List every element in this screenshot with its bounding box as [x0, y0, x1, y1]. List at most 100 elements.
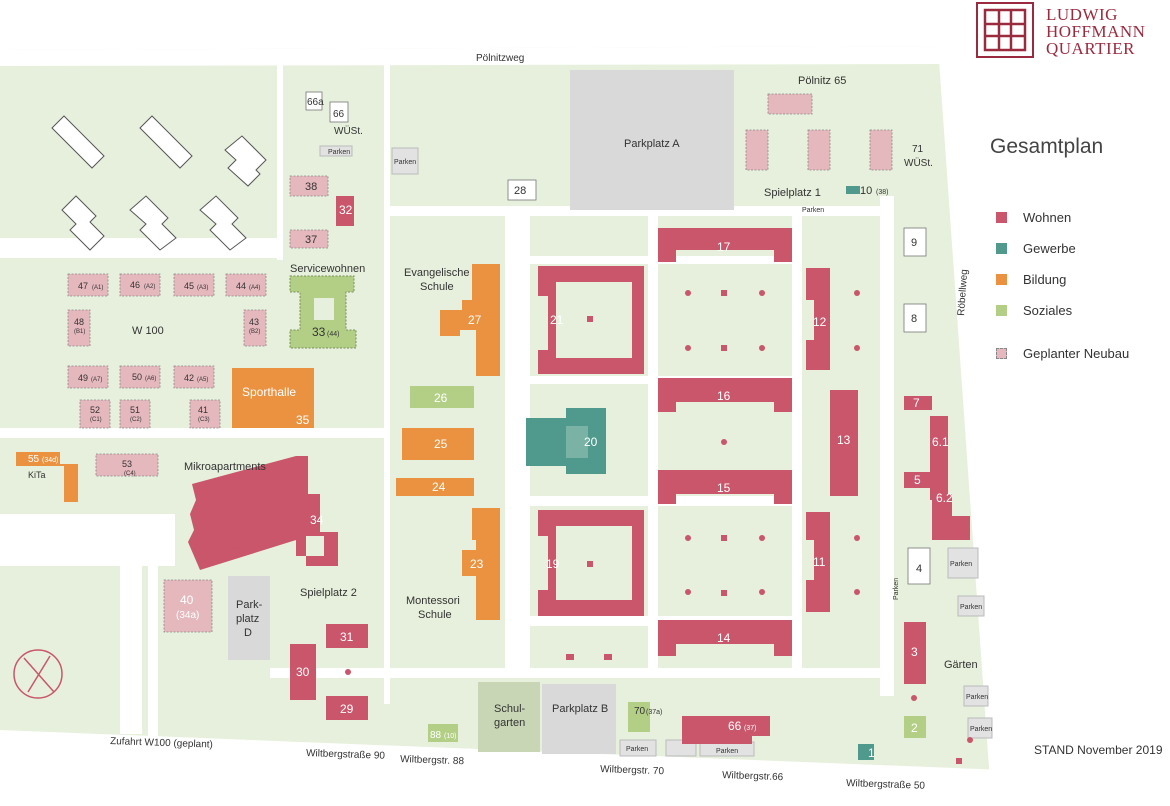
legend-item-wohnen: Wohnen — [990, 210, 1160, 242]
label-montessori-schule-2: Schule — [418, 609, 452, 621]
bldg-51: 51 — [130, 405, 140, 415]
legend-swatch — [996, 305, 1007, 316]
bldg-66b-sub: (37) — [744, 725, 756, 732]
bldg-24: 24 — [432, 480, 446, 494]
bldg-33-sub: (44) — [327, 331, 339, 338]
bldg-48-sub: (B1) — [74, 329, 85, 335]
street-wiltberg-88: Wiltbergstr. 88 — [400, 754, 465, 767]
street-poelnitzweg: Pölnitzweg — [476, 53, 524, 64]
label-spielplatz-2: Spielplatz 2 — [300, 587, 357, 599]
small-markers — [345, 290, 973, 764]
label-parken-9: Parken — [716, 748, 738, 755]
bldg-28: 28 — [514, 185, 526, 197]
bldg-50-sub: (A6) — [145, 376, 156, 382]
parkplatz-d — [228, 576, 270, 660]
street-roebellweg: Röbellweg — [956, 269, 970, 316]
legend-label: Gewerbe — [1023, 241, 1076, 256]
label-montessori-schule-1: Montessori — [406, 595, 460, 607]
bldg-4: 4 — [916, 563, 922, 575]
street-wiltberg-90: Wiltbergstraße 90 — [306, 748, 386, 762]
bldg-5: 5 — [914, 473, 921, 487]
bldg-43: 43 — [249, 317, 259, 327]
planned-buildings — [67, 93, 893, 633]
bldg-55-sub: (34d) — [42, 457, 58, 464]
bldg-37: 37 — [305, 234, 317, 246]
bldg-53: 53 — [122, 459, 132, 469]
schulgarten — [478, 682, 540, 752]
bldg-40: 40 — [180, 593, 194, 607]
bldg-15: 15 — [717, 481, 731, 495]
bldg-44: 44 — [236, 281, 246, 291]
bldg-10: 10 — [860, 185, 872, 197]
ludwig-hoffmann-quartier-logo: LUDWIG HOFFMANN QUARTIER — [976, 2, 1166, 60]
bldg-66b: 66 — [728, 719, 742, 733]
street-wiltberg-50: Wiltbergstraße 50 — [846, 778, 926, 792]
bldg-50: 50 — [132, 372, 142, 382]
legend-label: Geplanter Neubau — [1023, 346, 1130, 361]
label-evangelische-schule-2: Schule — [420, 281, 454, 293]
label-kita: KiTa — [28, 470, 46, 480]
gewerbe-court — [566, 426, 588, 458]
label-parken-6: Parken — [966, 694, 988, 701]
bldg-41: 41 — [198, 405, 208, 415]
bldg-42: 42 — [184, 373, 194, 383]
label-parkplatz-d-1: Park- — [236, 599, 263, 611]
bldg-35: 35 — [296, 413, 310, 427]
bldg-9: 9 — [911, 237, 917, 249]
parkplatz-a — [570, 70, 734, 210]
bldg-27: 27 — [468, 313, 482, 327]
bldg-16: 16 — [717, 389, 731, 403]
bldg-52: 52 — [90, 405, 100, 415]
legend-panel: Gesamtplan Wohnen Gewerbe Bildung Sozial… — [990, 135, 1160, 378]
address-boxes — [305, 91, 931, 585]
legend-item-gewerbe: Gewerbe — [990, 241, 1160, 273]
bldg-70: 70 — [634, 706, 646, 717]
logo-line-3: QUARTIER — [1046, 39, 1135, 58]
label-wuest-2: WÜSt. — [904, 157, 933, 169]
bldg-52-sub: (C1) — [90, 417, 102, 423]
bldg-45-sub: (A3) — [197, 285, 208, 291]
bldg-61: 6.1 — [932, 435, 949, 449]
bldg-55: 55 — [28, 454, 40, 465]
bldg-43-sub: (B2) — [249, 329, 260, 335]
bldg-31: 31 — [340, 630, 354, 644]
bldg-66: 66 — [333, 109, 345, 120]
bldg-53-sub: (C4) — [124, 471, 136, 477]
label-mikroapartments: Mikroapartments — [184, 461, 266, 473]
bldg-32: 32 — [339, 203, 353, 217]
legend-item-geplanter-neubau: Geplanter Neubau — [990, 346, 1160, 378]
street-zufahrt-w100: Zufahrt W100 (geplant) — [110, 736, 213, 751]
bldg-20: 20 — [584, 435, 598, 449]
bldg-88-sub: (10) — [444, 733, 456, 740]
street-wiltberg-66: Wiltbergstr.66 — [722, 770, 784, 783]
block34-court — [306, 536, 324, 556]
bldg-38: 38 — [305, 181, 317, 193]
bldg-40-sub: (34a) — [176, 610, 199, 621]
bldg-3: 3 — [911, 645, 918, 659]
legend-item-bildung: Bildung — [990, 272, 1160, 304]
parking-lots — [228, 70, 734, 754]
legend-item-soziales: Soziales — [990, 303, 1160, 335]
logo-line-2: HOFFMANN — [1046, 22, 1146, 41]
north-arrow-icon — [13, 649, 63, 699]
bldg-14: 14 — [717, 631, 731, 645]
bldg-8: 8 — [911, 313, 917, 325]
label-parken-2: Parken — [328, 149, 350, 156]
label-spielplatz-1: Spielplatz 1 — [764, 187, 821, 199]
label-gaerten: Gärten — [944, 659, 978, 671]
page-title: Gesamtplan — [990, 135, 1104, 158]
label-schulgarten-1: Schul- — [494, 703, 526, 715]
block19-court — [556, 526, 632, 600]
bldg-49: 49 — [78, 373, 88, 383]
label-poelnitz-65: Pölnitz 65 — [798, 75, 846, 87]
soziales-buildings — [410, 386, 926, 742]
bldg-12: 12 — [813, 315, 827, 329]
servicewohnen-court — [314, 298, 334, 320]
bldg-23: 23 — [470, 557, 484, 571]
bldg-66a: 66a — [307, 97, 324, 108]
label-parken-4: Parken — [950, 561, 972, 568]
bldg-21: 21 — [550, 313, 564, 327]
label-parken-7: Parken — [970, 726, 992, 733]
bldg-42-sub: (A5) — [197, 377, 208, 383]
